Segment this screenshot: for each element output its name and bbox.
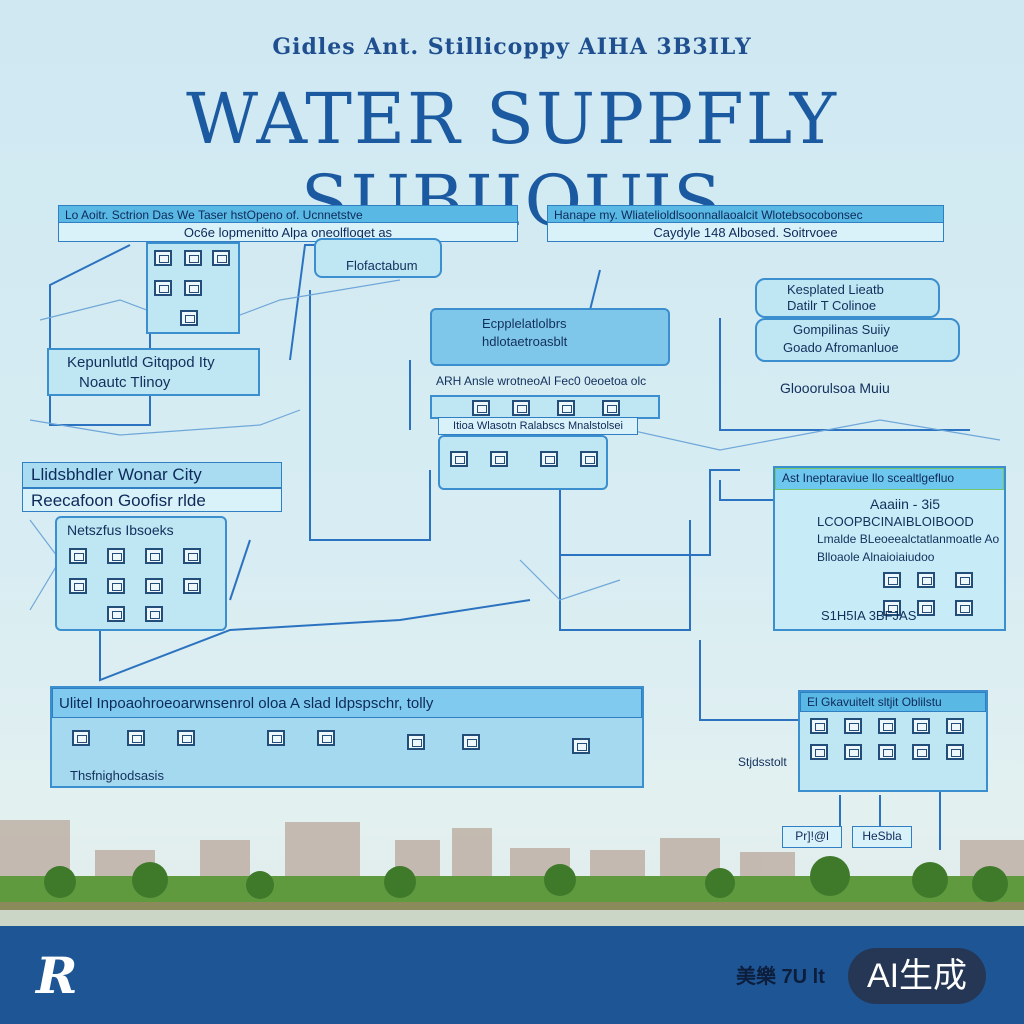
top-left-icon-panel <box>146 242 240 334</box>
right-mid-box: Gompilinas Suiiy Goado Afromanluoe <box>755 318 960 362</box>
tank-icon <box>955 572 973 588</box>
gauge-icon <box>472 400 490 416</box>
building-icon <box>183 578 201 594</box>
right-top-box: Kesplated Lieatb Datilr T Colinoe <box>755 278 940 318</box>
valve-icon <box>177 730 195 746</box>
top-left-tag: Flofactabum <box>346 258 418 273</box>
gauge-icon <box>462 734 480 750</box>
tank-icon <box>912 718 930 734</box>
bottom-right-tag-2: HeSbla <box>852 826 912 848</box>
valve-icon <box>810 718 828 734</box>
pipe-icon <box>946 718 964 734</box>
tank-icon <box>184 280 202 296</box>
valve-icon <box>154 250 172 266</box>
right-mid-line1: LCOOPBCINAIBLOIBOOD <box>817 514 974 529</box>
right-mid-line3: Blloaole Alnaioiaiudoo <box>817 550 935 564</box>
top-left-header: Lo Aoitr. Sctrion Das We Taser hstOpeno … <box>58 205 518 223</box>
bottom-left-caption: Thsfnighodsasis <box>70 768 164 783</box>
bottom-left-header: Ulitel Inpoaohroeoarwnsenrol oloa A slad… <box>52 688 642 718</box>
center-bar: Itioa Wlasotn Ralabscs Mnalstolsei <box>438 417 638 435</box>
meter-icon <box>212 250 230 266</box>
top-left-subheader: Oc6e lopmenitto Alpa oneolfloqet as <box>58 222 518 242</box>
pipe-icon <box>127 730 145 746</box>
left-info-box: Kepunlutld Gitqpod Ity Noautc Tlinoy <box>47 348 260 396</box>
left-box-line2: Noautc Tlinoy <box>79 374 171 391</box>
gauge-icon <box>844 744 862 760</box>
gauge-icon <box>145 578 163 594</box>
building-icon <box>572 738 590 754</box>
bottom-right-label: Stjdsstolt <box>738 755 787 769</box>
mid-left-grid: Netszfus Ibsoeks <box>55 516 227 631</box>
tank-icon <box>183 548 201 564</box>
top-right-header: Hanape my. Wliatelioldlsoonnallaoalcit W… <box>547 205 944 223</box>
right-mid-line2: Lmalde BLeoeealctatlanmoatle Ao <box>817 532 1000 546</box>
pump-icon <box>107 548 125 564</box>
valve-icon <box>145 606 163 622</box>
pump-icon <box>107 606 125 622</box>
right-mid-title: Aaaiin - 3i5 <box>870 496 941 512</box>
tank-icon <box>602 400 620 416</box>
right-line2: Datilr T Colinoe <box>787 298 877 313</box>
bottom-right-panel: El Gkavuitelt sltjit Oblilstu <box>798 690 988 792</box>
right-line3: Gompilinas Suiiy <box>793 322 890 337</box>
left-box-line1: Kepunlutld Gitqpod Ity <box>67 354 215 371</box>
valve-icon <box>883 572 901 588</box>
top-left-tag-panel: Flofactabum <box>314 238 442 278</box>
mid-left-title: Llidsbhdler Wonar City <box>22 462 282 488</box>
center-title-2: hdlotaetroasblt <box>482 334 568 349</box>
mid-left-subtitle: Reecafoon Goofisr rlde <box>22 488 282 512</box>
pipe-icon <box>512 400 530 416</box>
building-icon <box>955 600 973 616</box>
center-icon-row <box>430 395 660 419</box>
pump-icon <box>917 572 935 588</box>
right-line4: Goado Afromanluoe <box>783 340 899 355</box>
bottom-left-panel: Ulitel Inpoaohroeoarwnsenrol oloa A slad… <box>50 686 644 788</box>
page-subtitle: Gidles Ant. Stillicoppy AIHA 3B3ILY <box>272 34 752 60</box>
pipe-icon <box>69 578 87 594</box>
bottom-right-header: El Gkavuitelt sltjit Oblilstu <box>800 692 986 712</box>
filter-icon <box>810 744 828 760</box>
filter-icon <box>107 578 125 594</box>
right-mid-header: Ast Ineptaraviue llo scealtlgefluo <box>775 468 1004 490</box>
mid-left-grid-title: Netszfus Ibsoeks <box>67 522 174 538</box>
pump-icon <box>946 744 964 760</box>
pump-icon <box>184 250 202 266</box>
city-skyline <box>0 820 1024 926</box>
building-icon <box>580 451 598 467</box>
footer-text: 美樂 7U lt <box>736 966 825 988</box>
filter-icon <box>407 734 425 750</box>
tank-icon <box>317 730 335 746</box>
pipe-icon <box>154 280 172 296</box>
right-mid-panel: Ast Ineptaraviue llo scealtlgefluo Aaaii… <box>773 466 1006 631</box>
pump-icon <box>450 451 468 467</box>
filter-icon <box>180 310 198 326</box>
filter-icon <box>540 451 558 467</box>
pump-icon <box>844 718 862 734</box>
meter-icon <box>878 718 896 734</box>
meter-icon <box>267 730 285 746</box>
brand-logo: R <box>36 946 78 1005</box>
bottom-right-tag-1: Pr]!@l <box>782 826 842 848</box>
right-line1: Kesplated Lieatb <box>787 282 884 297</box>
top-right-subheader: Caydyle 148 Albosed. Soitrvoee <box>547 222 944 242</box>
meter-icon <box>557 400 575 416</box>
ai-generated-badge: AI生成 <box>848 948 986 1004</box>
valve-icon <box>69 548 87 564</box>
pump-icon <box>72 730 90 746</box>
valve-icon <box>490 451 508 467</box>
valve-icon <box>912 744 930 760</box>
right-line5: Glooorulsoa Muiu <box>780 380 890 396</box>
center-title-1: Ecpplelatlolbrs <box>482 316 567 331</box>
meter-icon <box>145 548 163 564</box>
center-icon-panel <box>438 435 608 490</box>
center-line: ARH Ansle wrotneoAl Fec0 0eoetoa olc <box>436 374 647 388</box>
center-title-box: Ecpplelatlolbrs hdlotaetroasblt <box>430 308 670 366</box>
building-icon <box>878 744 896 760</box>
right-mid-footer: S1H5IA 3BFJAS <box>821 608 917 623</box>
filter-icon <box>917 600 935 616</box>
meter-icon <box>883 600 901 616</box>
